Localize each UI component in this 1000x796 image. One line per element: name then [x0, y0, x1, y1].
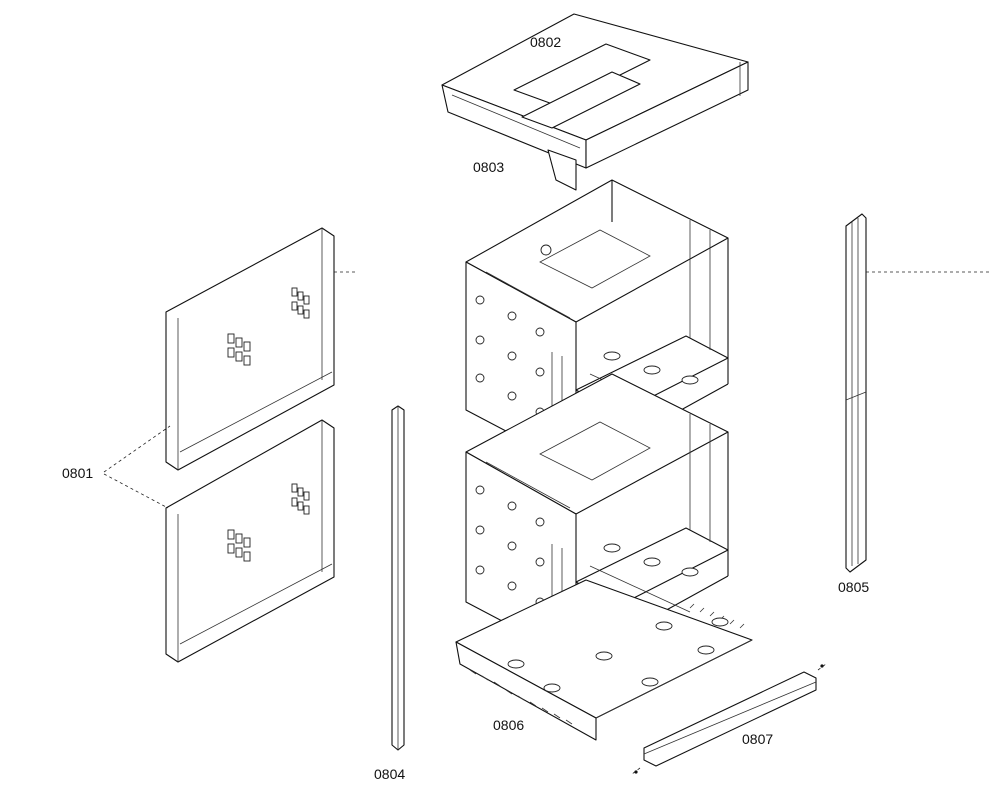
front-trim-bar: [631, 663, 827, 775]
label-0803: 0803: [473, 159, 505, 175]
label-0806: 0806: [493, 717, 525, 733]
side-panel-lower: [165, 419, 335, 663]
leader-lines-0801: [103, 425, 171, 509]
label-0805: 0805: [838, 579, 870, 595]
base-plate: [455, 579, 753, 741]
label-0802: 0802: [530, 34, 562, 50]
label-0801: 0801: [62, 465, 94, 481]
cabinet-frame-upper: [465, 179, 729, 469]
label-0804: 0804: [374, 766, 406, 782]
top-cover-assembly: [441, 13, 749, 191]
vertical-trim-left: [391, 405, 405, 751]
vertical-trim-right: [845, 213, 867, 573]
label-0807: 0807: [742, 731, 774, 747]
side-panel-upper: [165, 227, 335, 471]
